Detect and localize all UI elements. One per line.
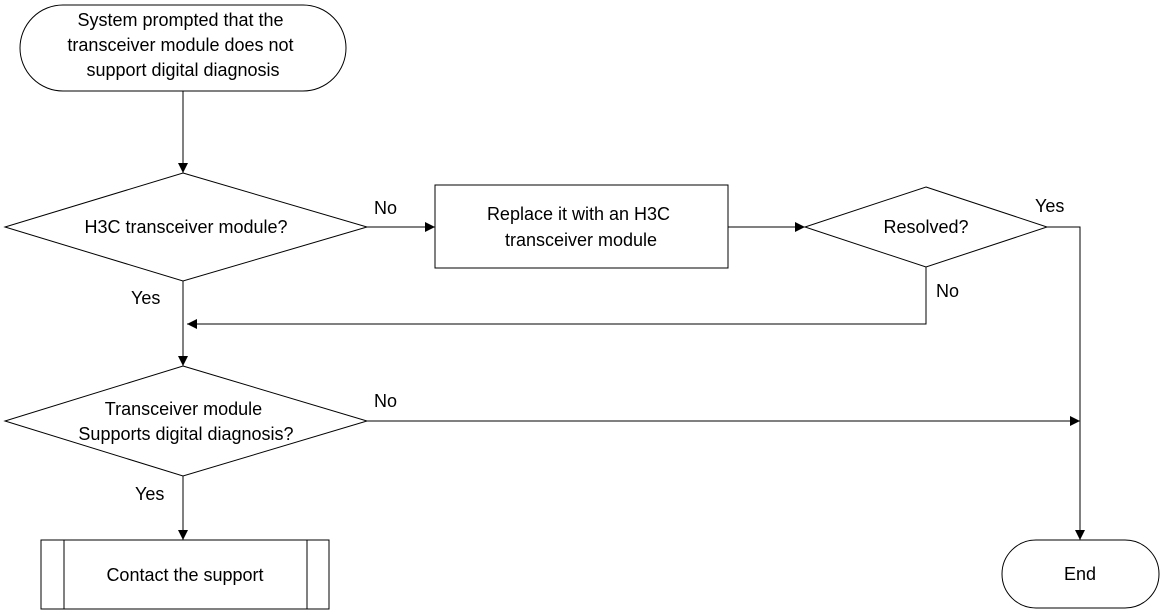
edge-label-h3c-no: No <box>374 198 397 218</box>
edge-label-digital-yes: Yes <box>135 484 164 504</box>
end-node-label: End <box>1064 564 1096 584</box>
start-line-3: support digital diagnosis <box>86 60 279 80</box>
digital-line-1: Transceiver module <box>105 399 262 419</box>
start-node: System prompted that the transceiver mod… <box>19 4 347 92</box>
edge-label-digital-no: No <box>374 391 397 411</box>
start-line-1: System prompted that the <box>77 10 283 30</box>
digital-decision-label: Transceiver module Supports digital diag… <box>78 399 293 444</box>
replace-line-1: Replace it with an H3C <box>487 204 670 224</box>
h3c-decision-node: H3C transceiver module? <box>3 172 369 282</box>
replace-line-2: transceiver module <box>505 230 657 250</box>
edge-label-h3c-yes: Yes <box>131 288 160 308</box>
digital-line-2: Supports digital diagnosis? <box>78 424 293 444</box>
start-node-label: System prompted that the transceiver mod… <box>67 10 298 80</box>
end-node: End <box>1001 539 1160 609</box>
h3c-decision-label: H3C transceiver module? <box>84 217 287 237</box>
replace-process-label: Replace it with an H3C transceiver modul… <box>487 204 675 250</box>
digital-decision-node: Transceiver module Supports digital diag… <box>3 365 369 477</box>
edge-resolved-yes-to-end <box>1047 226 1085 540</box>
contact-process-label: Contact the support <box>106 565 263 585</box>
resolved-decision-label: Resolved? <box>883 217 968 237</box>
edge-label-resolved-no: No <box>936 281 959 301</box>
resolved-decision-node: Resolved? <box>803 186 1049 268</box>
start-line-2: transceiver module does not <box>67 35 293 55</box>
contact-process-node: Contact the support <box>40 539 330 610</box>
replace-process-node: Replace it with an H3C transceiver modul… <box>434 184 729 269</box>
edge-label-resolved-yes: Yes <box>1035 196 1064 216</box>
edge-resolved-no-back <box>187 267 927 329</box>
